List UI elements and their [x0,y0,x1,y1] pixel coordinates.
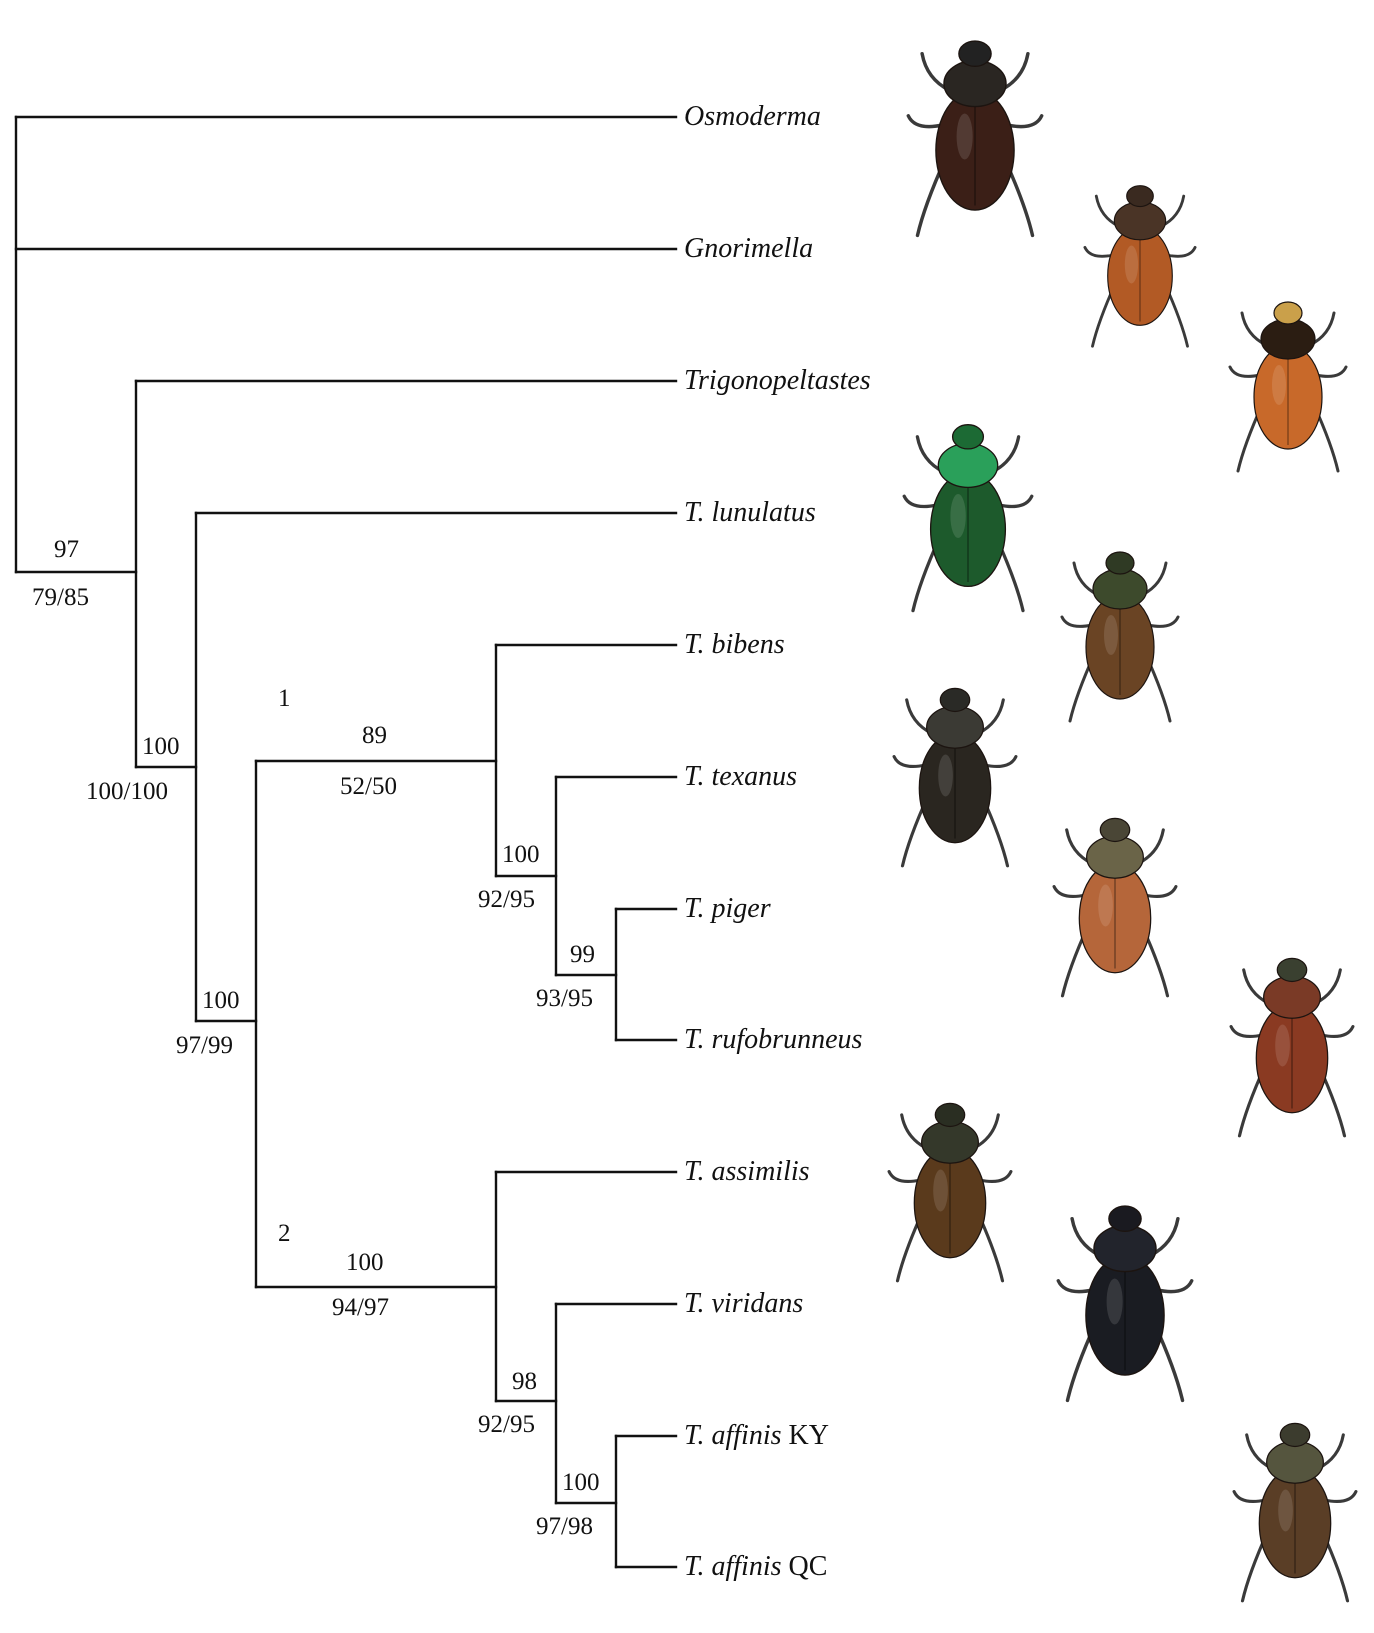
beetle-pronotum [1267,1441,1324,1483]
beetle-photo-gnorimella [1085,186,1195,347]
clade1-label: 1 [278,685,291,712]
beetle-highlight [1272,365,1286,405]
beetle-pronotum [1261,319,1315,359]
support-node6-bottom: 93/95 [536,985,593,1012]
support-node2-top: 100 [142,733,180,760]
beetle-highlight [1125,246,1138,284]
beetle-head [1127,186,1154,207]
support-node3-top: 100 [202,987,240,1014]
beetle-pronotum [1264,976,1321,1018]
beetle-head [1106,552,1134,574]
taxon-label-rufobrunneus: T. rufobrunneus [684,1024,862,1055]
beetle-photo-t-viridans [1058,1206,1191,1400]
beetle-head [959,41,991,66]
beetle-head [1277,958,1306,981]
beetle-highlight [933,1170,948,1212]
beetle-highlight [1098,885,1113,927]
support-node9-bottom: 97/98 [536,1513,593,1540]
taxon-label-gnorimella: Gnorimella [684,233,813,264]
beetle-head [1280,1423,1309,1446]
taxon-label-piger: T. piger [684,893,771,924]
beetle-highlight [1278,1490,1293,1532]
beetle-head [935,1103,964,1126]
support-clade2-bottom: 94/97 [332,1294,389,1321]
beetle-photo-trigonopeltastes [1230,302,1346,471]
beetle-head [940,688,969,711]
beetle-photo-t-assimilis [889,1103,1011,1280]
support-node1-bottom: 79/85 [32,584,89,611]
beetle-highlight [1275,1025,1290,1067]
beetle-photo-osmoderma [908,41,1041,235]
beetle-photos [889,41,1356,1601]
support-clade2-top: 100 [346,1249,384,1276]
taxon-label-affinis-qc: T. affinis QC [684,1551,827,1582]
support-node6-top: 99 [570,941,595,968]
beetle-highlight [1104,615,1118,655]
support-clade1-top: 89 [362,722,387,749]
support-values: 97 79/85 100 100/100 100 97/99 1 89 52/5… [32,536,600,1540]
beetle-photo-t-lunulatus [904,425,1032,611]
beetle-photo-t-affinis [1234,1423,1356,1600]
taxon-label-trigonopeltastes: Trigonopeltastes [684,365,871,396]
taxon-label-texanus: T. texanus [684,761,797,792]
support-node8-bottom: 92/95 [478,1411,535,1438]
beetle-photo-t-texanus [894,688,1016,865]
beetle-head [1109,1206,1141,1231]
beetle-pronotum [927,706,984,748]
taxon-labels: Osmoderma Gnorimella Trigonopeltastes T.… [684,101,871,1582]
clade2-label: 2 [278,1220,291,1247]
beetle-highlight [957,114,973,160]
taxon-label-lunulatus: T. lunulatus [684,497,816,528]
support-node5-bottom: 92/95 [478,886,535,913]
beetle-photo-t-piger [1054,818,1176,995]
support-clade1-bottom: 52/50 [340,773,397,800]
beetle-photo-t-rufobrunneus [1231,958,1353,1135]
beetle-pronotum [944,61,1006,107]
beetle-head [1274,302,1302,324]
taxon-label-assimilis: T. assimilis [684,1156,810,1187]
beetle-pronotum [1094,1226,1156,1272]
beetle-highlight [1107,1279,1123,1325]
support-node5-top: 100 [502,841,540,868]
beetle-pronotum [1093,569,1147,609]
taxon-label-viridans: T. viridans [684,1288,803,1319]
beetle-highlight [950,494,965,538]
beetle-pronotum [938,443,997,487]
beetle-pronotum [1087,836,1144,878]
support-node8-top: 98 [512,1368,537,1395]
beetle-pronotum [922,1121,979,1163]
taxon-label-bibens: T. bibens [684,629,785,660]
phylogenetic-tree [16,117,676,1567]
support-node2-bottom: 100/100 [86,778,168,805]
support-node1-top: 97 [54,536,79,563]
beetle-pronotum [1114,202,1165,240]
beetle-head [953,425,984,449]
beetle-head [1100,818,1129,841]
taxon-label-affinis-ky: T. affinis KY [684,1420,829,1451]
beetle-photo-t-bibens [1062,552,1178,721]
beetle-highlight [938,755,953,797]
support-node9-top: 100 [562,1469,600,1496]
taxon-label-osmoderma: Osmoderma [684,101,821,132]
support-node3-bottom: 97/99 [176,1032,233,1059]
